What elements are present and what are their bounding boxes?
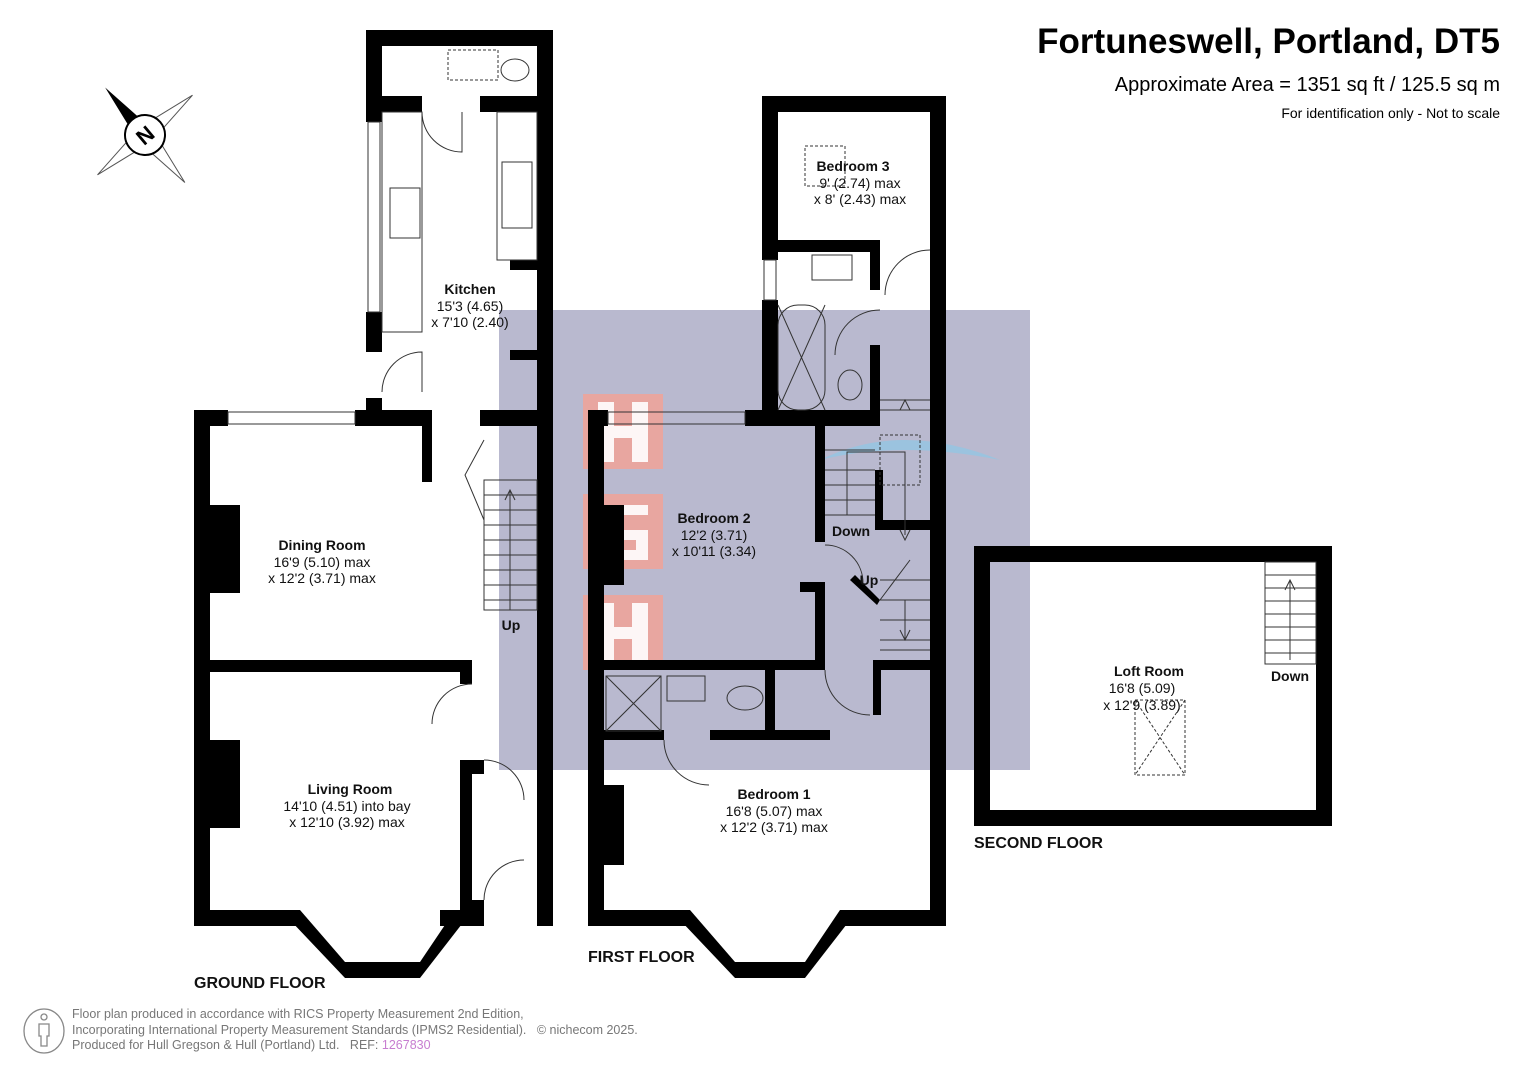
ground-floor-walls xyxy=(194,30,553,978)
copyright: © nichecom 2025. xyxy=(536,1022,638,1037)
footer-line: Floor plan produced in accordance with R… xyxy=(72,1007,524,1021)
footer: Floor plan produced in accordance with R… xyxy=(72,1007,638,1054)
room-name: Bedroom 1 xyxy=(737,786,810,802)
first-floor-fixtures xyxy=(605,145,931,786)
approximate-area: Approximate Area = 1351 sq ft / 125.5 sq… xyxy=(1114,74,1500,96)
compass-rose-icon: N xyxy=(97,87,193,183)
second-floor-fixtures xyxy=(1134,561,1317,776)
page-title: Fortuneswell, Portland, DT5 xyxy=(1037,22,1500,61)
scale-note: For identification only - Not to scale xyxy=(1281,105,1500,121)
floor-label: FIRST FLOOR xyxy=(588,949,695,966)
ground-stairs xyxy=(483,479,538,611)
room-name: Bedroom 2 xyxy=(677,510,750,526)
room-dimension: 16'8 (5.07) max xyxy=(726,803,823,819)
room-dimension: x 10'11 (3.34) xyxy=(672,543,756,559)
stairs-label: Up xyxy=(502,617,521,633)
room-dimension: x 8' (2.43) max xyxy=(814,191,906,207)
room-dimension: x 12'9 (3.89) xyxy=(1103,697,1180,713)
room-dimension: 16'8 (5.09) xyxy=(1109,680,1176,696)
footer-line: Produced for Hull Gregson & Hull (Portla… xyxy=(72,1038,340,1052)
room-name: Living Room xyxy=(308,781,393,797)
room-dimension: x 12'2 (3.71) max xyxy=(720,819,828,835)
person-icon xyxy=(23,1008,65,1054)
ground-floor-fixtures xyxy=(227,49,538,901)
room-dimension: x 7'10 (2.40) xyxy=(431,314,508,330)
ref-number: 1267830 xyxy=(381,1038,431,1052)
stairs-down-label: Down xyxy=(832,523,870,539)
room-name: Loft Room xyxy=(1114,663,1184,679)
stairs-up-label: Up xyxy=(860,572,879,588)
first-stairs xyxy=(825,398,930,651)
room-dimension: 12'2 (3.71) xyxy=(681,527,748,543)
room-dimension: 16'9 (5.10) max xyxy=(274,554,371,570)
room-dimension: x 12'2 (3.71) max xyxy=(268,570,376,586)
floor-label: GROUND FLOOR xyxy=(194,975,326,992)
room-name: Kitchen xyxy=(444,281,495,297)
floor-label: SECOND FLOOR xyxy=(974,835,1103,852)
ref-label: REF: xyxy=(349,1038,379,1052)
room-dimension: 15'3 (4.65) xyxy=(437,298,504,314)
room-dimension: 9' (2.74) max xyxy=(819,175,900,191)
footer-line: Incorporating International Property Mea… xyxy=(72,1022,527,1037)
first-floor-walls xyxy=(588,96,946,978)
room-dimension: 14'10 (4.51) into bay xyxy=(283,798,410,814)
stairs-label: Down xyxy=(1271,668,1309,684)
room-name: Dining Room xyxy=(278,537,365,553)
room-dimension: x 12'10 (3.92) max xyxy=(289,814,405,830)
room-name: Bedroom 3 xyxy=(816,158,889,174)
